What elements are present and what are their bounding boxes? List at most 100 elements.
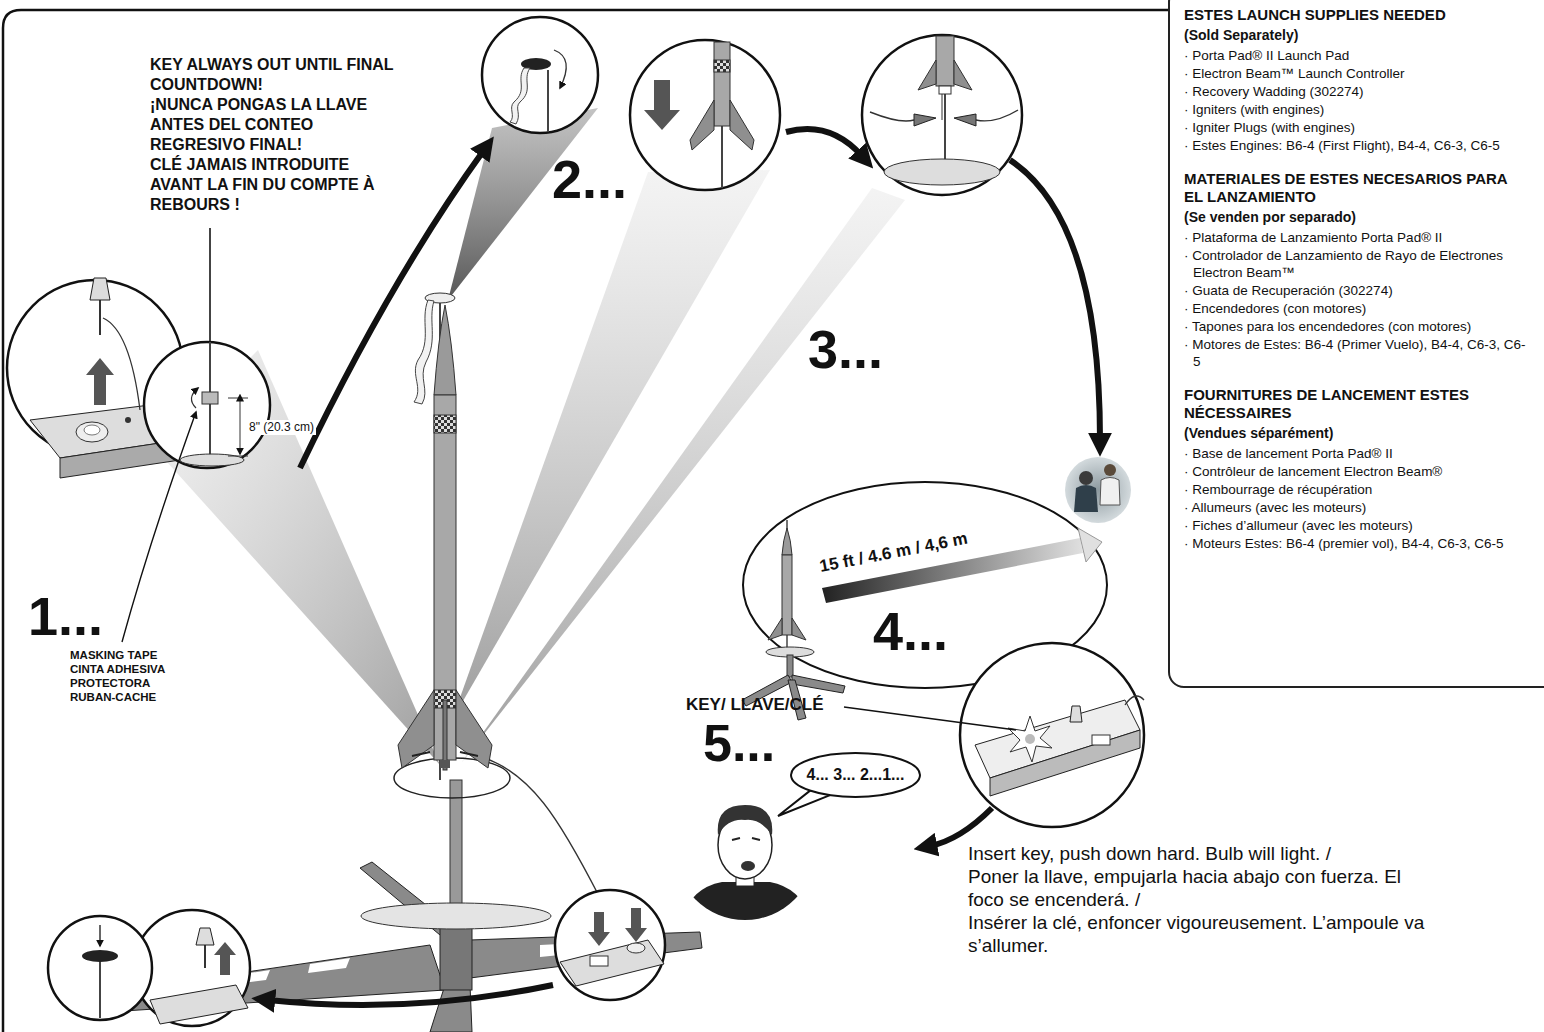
- inset-circle: [1070, 706, 1082, 722]
- inset-circle: [144, 342, 270, 468]
- inset-circle: [588, 912, 610, 946]
- inset-circle: [914, 114, 976, 126]
- range-area: [1074, 485, 1098, 512]
- inset-circle: [1125, 696, 1144, 705]
- panel-item: · Allumeurs (avec les moteurs): [1184, 499, 1528, 516]
- range-area: [782, 555, 792, 635]
- panel-item: · Electron Beam™ Launch Controller: [1184, 65, 1528, 82]
- rocket: [456, 690, 492, 768]
- panel-item: · Base de lancement Porta Pad® II: [1184, 445, 1528, 462]
- rocket: [434, 305, 456, 395]
- inset-circle: [590, 956, 608, 966]
- inset-circle: [862, 35, 1022, 195]
- inset-circle: [1025, 734, 1035, 744]
- panel-item: · Rembourrage de récupération: [1184, 481, 1528, 498]
- inset-circle: [644, 80, 680, 130]
- rocket: [434, 415, 456, 433]
- leader-line: [122, 412, 196, 642]
- warning-text: CLÉ JAMAIS INTRODUITE AVANT LA FIN DU CO…: [150, 155, 395, 215]
- warning-text: KEY ALWAYS OUT UNTIL FINAL COUNTDOWN!: [150, 55, 395, 95]
- inset-circle: [625, 908, 647, 942]
- range-area: [768, 618, 806, 640]
- inset-circle: [714, 42, 730, 126]
- panel-item: · Controlador de Lanzamiento de Rayo de …: [1184, 247, 1528, 281]
- speech-text: 4... 3... 2...1...: [807, 765, 905, 785]
- inset-circle: [547, 70, 549, 132]
- range-area: [787, 655, 793, 677]
- rocket: [443, 700, 447, 770]
- inset-circle: [884, 159, 1000, 185]
- panel-item: · Igniters (with engines): [1184, 101, 1528, 118]
- launch-pad: [478, 756, 600, 898]
- inset-circle: [90, 278, 110, 300]
- step-number: 5...: [703, 714, 775, 772]
- rocket: [412, 752, 478, 756]
- instruction-text: Insérer la clé, enfoncer vigoureusement.…: [968, 911, 1438, 957]
- inset-circle: [630, 40, 780, 190]
- inset-circle: [714, 60, 730, 72]
- rocket: [398, 690, 434, 768]
- inset-circle: [228, 456, 248, 457]
- inset-circle: [99, 925, 101, 946]
- range-area: [1079, 471, 1093, 485]
- inset-circle: [196, 928, 214, 945]
- inset-circle: [48, 916, 152, 1020]
- inset-circle: [936, 36, 954, 86]
- part-label: RUBAN-CACHE: [70, 690, 200, 704]
- rocket: [398, 293, 492, 780]
- distance-label: 15 ft / 4.6 m / 4,6 m: [818, 528, 970, 578]
- warning-text: ¡NUNCA PONGAS LA LLAVE ANTES DEL CONTEO …: [150, 95, 395, 155]
- inset-circle: [482, 17, 598, 133]
- panel-item: · Plataforma de Lanzamiento Porta Pad® I…: [1184, 229, 1528, 246]
- inset-circle: [204, 945, 206, 968]
- inset-circle: [555, 890, 665, 1000]
- dimension-label: 8" (20.3 cm): [247, 420, 316, 435]
- inset-circle: [99, 958, 101, 1018]
- step-arrow: [930, 808, 992, 846]
- panel-subheading: (Se venden por separado): [1184, 208, 1528, 226]
- panel-item: · Guata de Recuperación (302274): [1184, 282, 1528, 299]
- person-figure: [718, 805, 773, 835]
- inset-circle: [86, 358, 114, 405]
- light-beam: [158, 108, 905, 765]
- step-number: 1...: [28, 585, 103, 647]
- part-label: MASKING TAPE: [70, 648, 200, 662]
- callout-label: KEY/ LLAVE/CLÉ: [686, 694, 824, 716]
- inset-circle: [960, 643, 1144, 827]
- inset-circle: [1008, 716, 1052, 762]
- inset-circle: [960, 643, 1144, 827]
- inset-circle: [990, 730, 1140, 796]
- inset-circle: [76, 422, 108, 442]
- launch-pad: [440, 925, 472, 990]
- panel-item: · Fiches d’allumeur (avec les moteurs): [1184, 517, 1528, 534]
- inset-circle: [1092, 735, 1110, 745]
- person-figure: [680, 882, 812, 922]
- light-beam: [452, 170, 770, 720]
- inset-circle: [125, 417, 131, 423]
- launch-pad: [308, 958, 350, 973]
- panel-heading: FOURNITURES DE LANCEMENT ESTES NÉCESSAIR…: [1184, 386, 1528, 422]
- inset-circle: [560, 940, 664, 986]
- range-area: [1100, 478, 1120, 506]
- bubble-ellipse: [791, 753, 920, 797]
- range-area: [1104, 464, 1116, 476]
- rocket: [414, 300, 434, 404]
- panel-item: · Igniter Plugs (with engines): [1184, 119, 1528, 136]
- inset-circle: [214, 942, 236, 975]
- inset-circle: [228, 398, 248, 399]
- speech-bubble: 4... 3... 2...1...: [790, 752, 921, 798]
- inset-circle: [202, 392, 218, 404]
- step-arrow: [786, 129, 862, 156]
- step-arrow: [300, 150, 484, 468]
- inset-circle: [630, 40, 780, 190]
- inset-circle: [690, 100, 754, 150]
- panel-item: · Recovery Wadding (302274): [1184, 83, 1528, 100]
- instruction-text: Insert key, push down hard. Bulb will li…: [968, 842, 1438, 865]
- inset-circle: [942, 94, 943, 120]
- range-area: [792, 675, 845, 693]
- inset-circle: [510, 68, 530, 124]
- inset-circle: [240, 400, 241, 454]
- step-number: 2...: [552, 148, 627, 210]
- step-arrow: [268, 985, 553, 1005]
